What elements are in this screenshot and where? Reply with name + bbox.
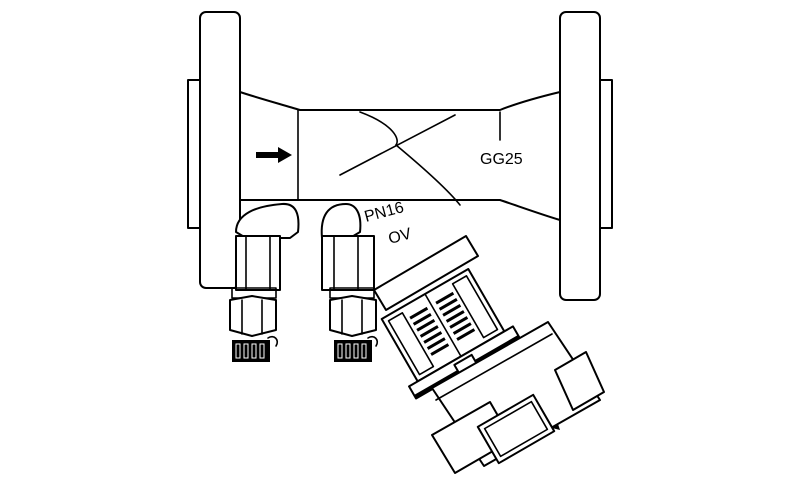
pressure-label: PN16	[363, 199, 406, 226]
material-label: GG25	[480, 151, 523, 168]
flow-arrow-icon	[256, 147, 292, 163]
type-label: OV	[387, 225, 414, 247]
spring-right	[435, 291, 476, 341]
handwheel[interactable]	[431, 321, 605, 474]
spring-left	[409, 306, 450, 356]
measuring-port-right	[320, 203, 379, 362]
measuring-port-left	[229, 202, 300, 362]
right-flange	[559, 11, 613, 301]
valve-body	[239, 91, 561, 221]
bonnet-assembly	[373, 235, 605, 474]
left-flange	[187, 11, 241, 289]
